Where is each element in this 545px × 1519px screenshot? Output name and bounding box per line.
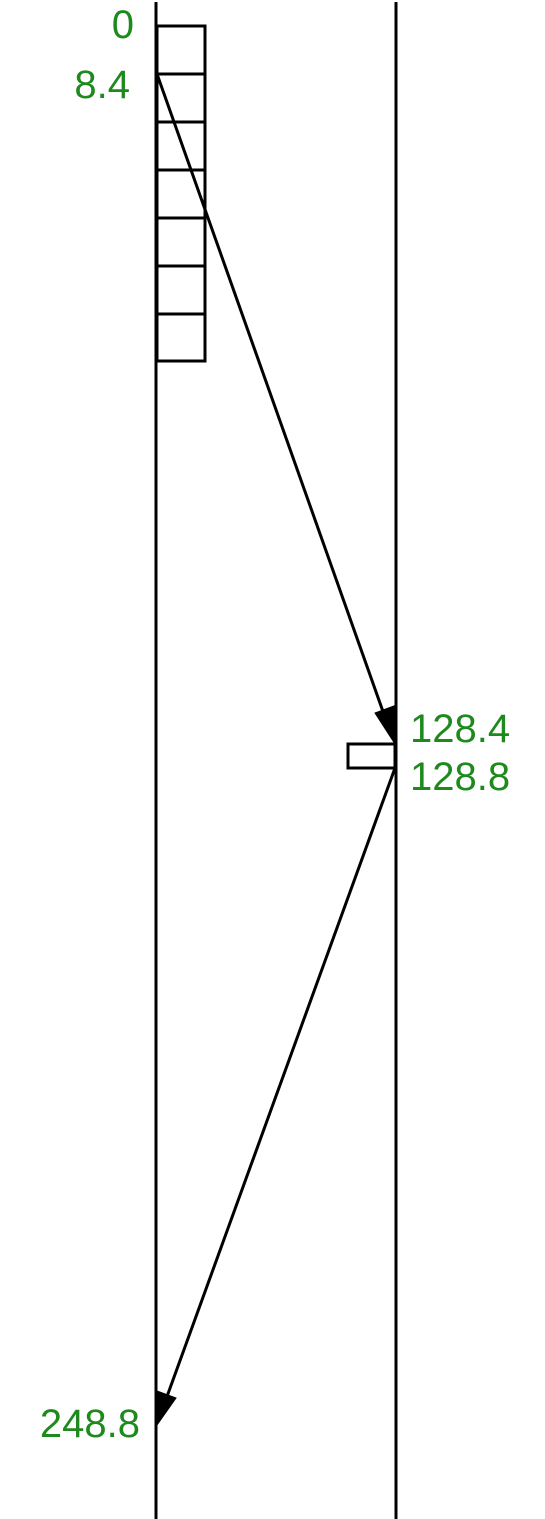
receiver-packet-box <box>346 742 397 770</box>
time-label-start: 0 <box>112 3 134 47</box>
sender-packet-queue <box>155 24 207 363</box>
packet-box <box>155 216 207 268</box>
packet-box <box>155 168 207 220</box>
packet-box <box>155 264 207 316</box>
data-arrow <box>155 73 396 746</box>
packet-box <box>155 24 207 76</box>
data-arrow-head <box>374 705 396 746</box>
time-label-send-done: 8.4 <box>74 63 130 107</box>
ack-arrow <box>156 767 397 1427</box>
time-label-arrival: 128.4 <box>410 707 510 751</box>
time-label-ack-sent: 128.8 <box>410 755 510 799</box>
ack-arrow-head <box>156 1390 177 1427</box>
packet-box <box>155 312 207 363</box>
time-label-ack-received: 248.8 <box>40 1402 140 1446</box>
